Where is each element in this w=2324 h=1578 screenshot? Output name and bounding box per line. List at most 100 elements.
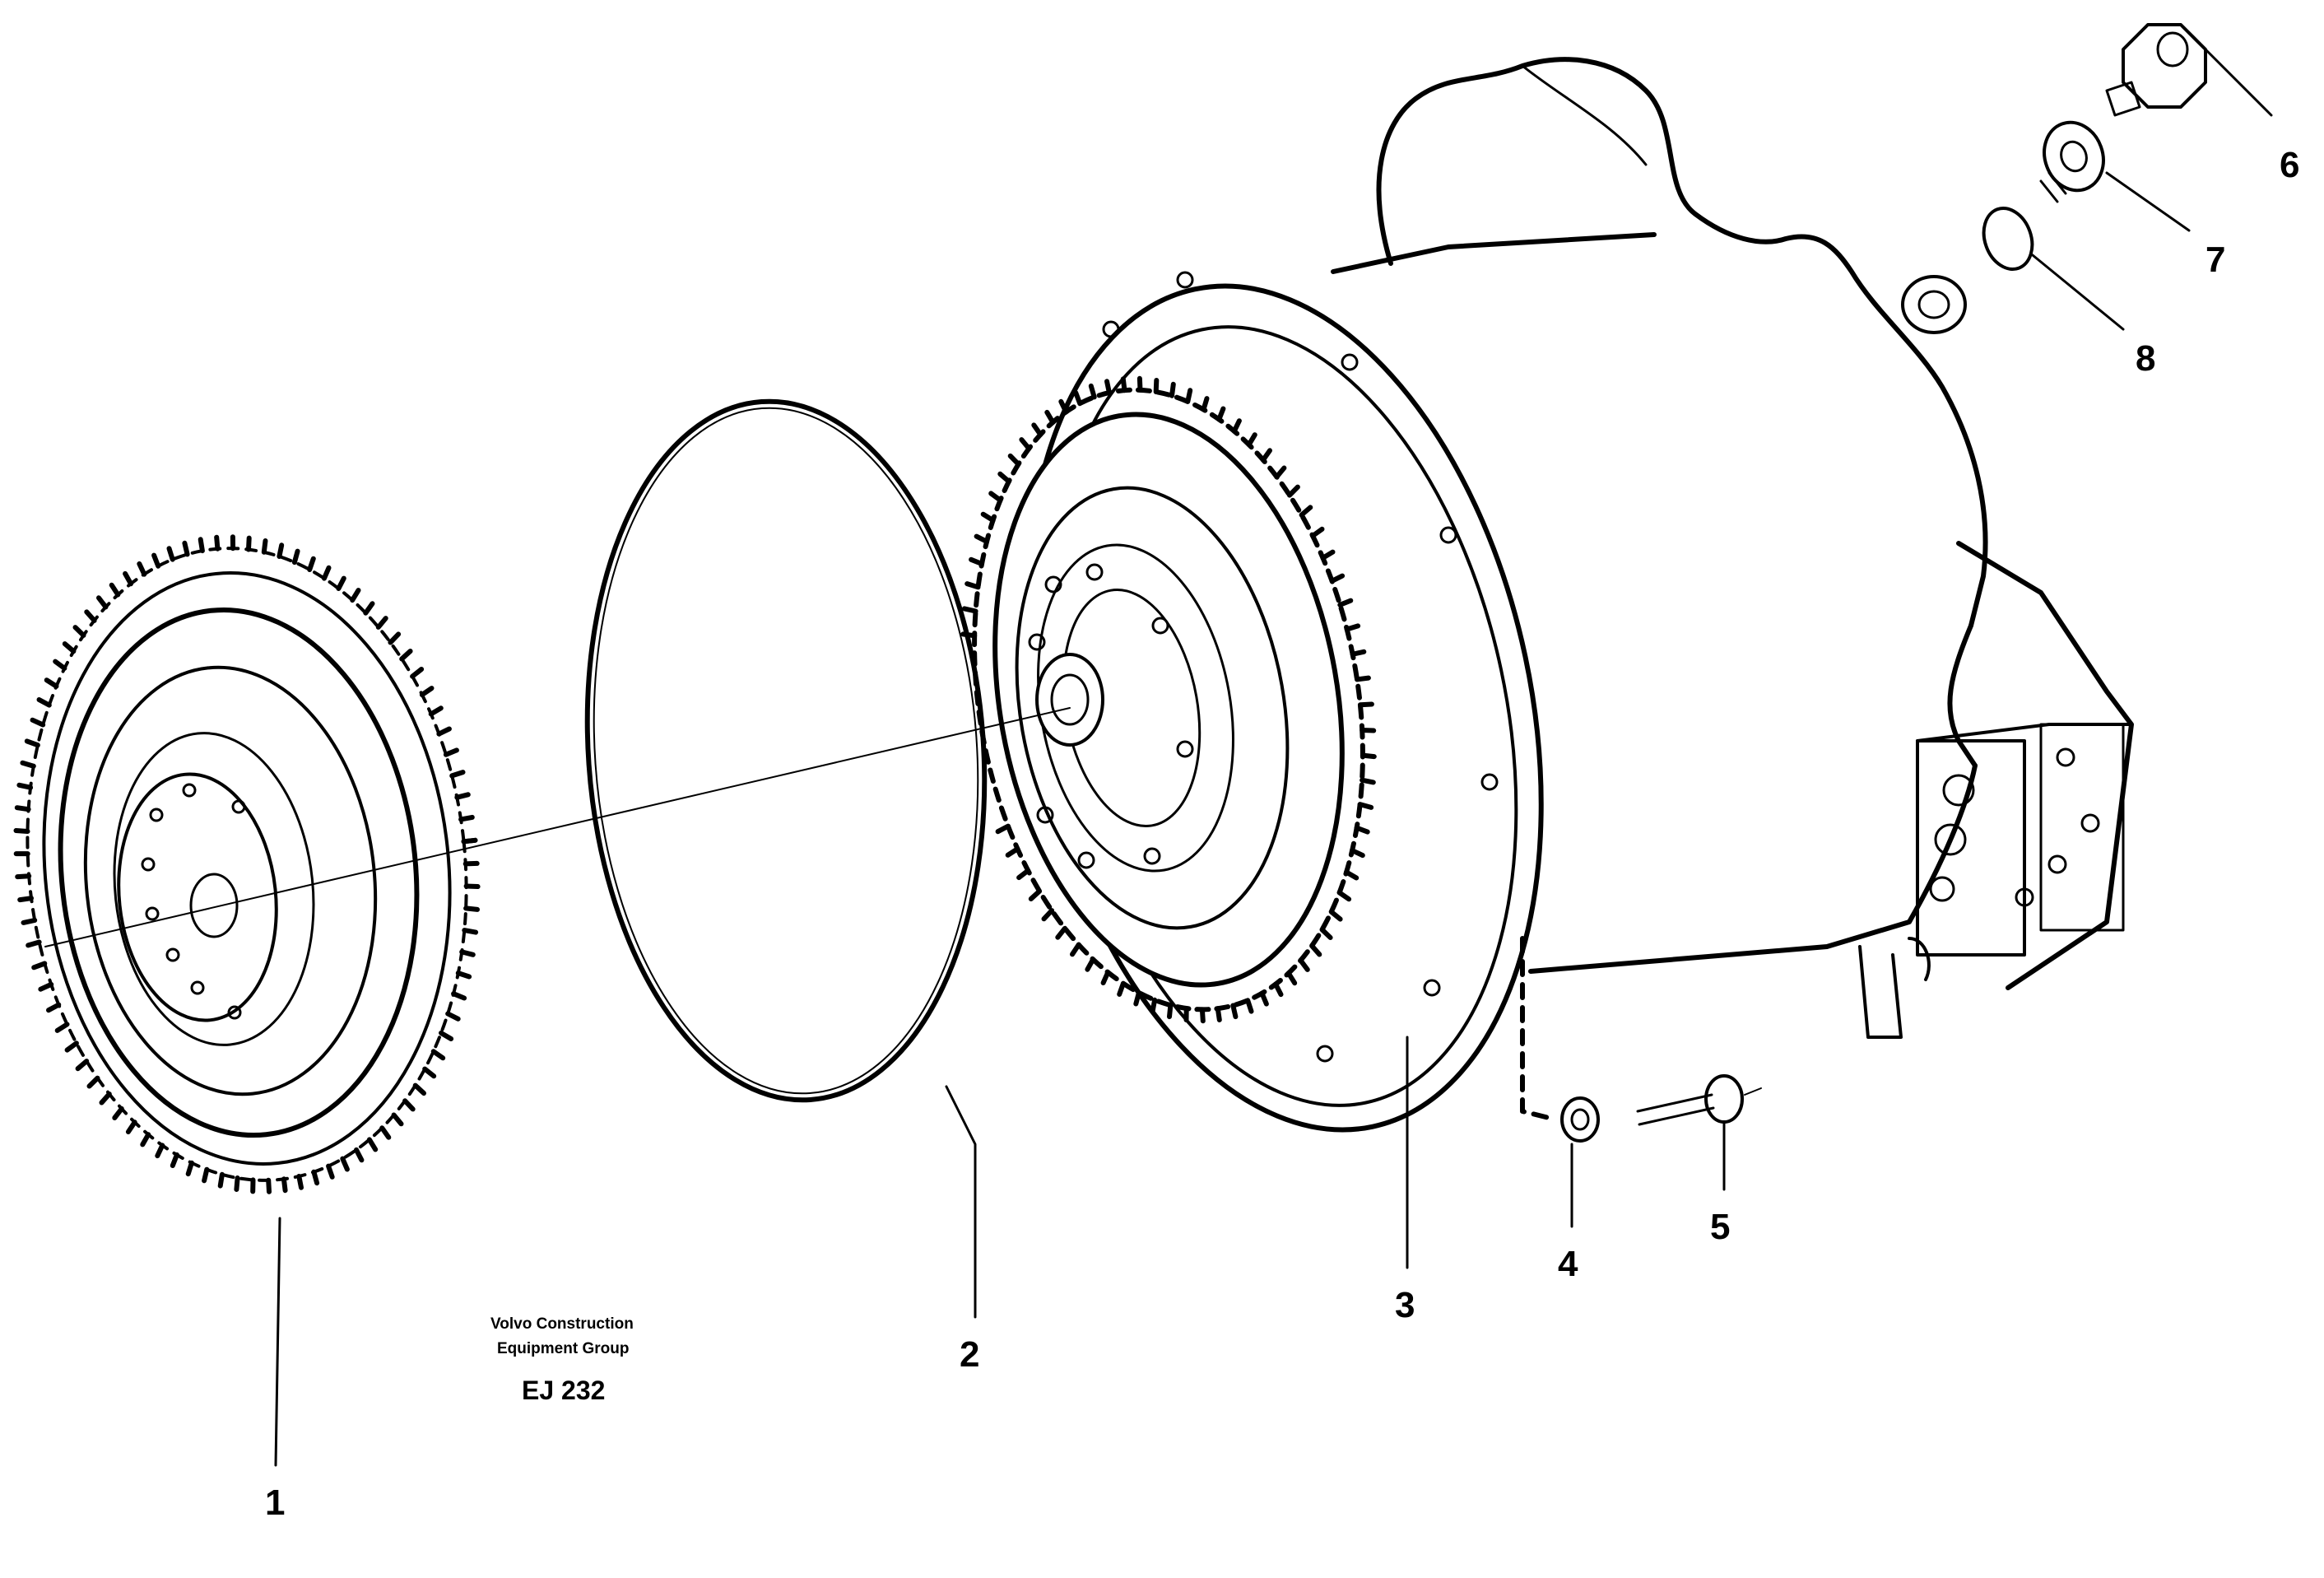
gear-tooth [1319, 927, 1333, 940]
gear-tooth [410, 667, 425, 679]
gear-tooth [1167, 1003, 1174, 1020]
gear-tooth [1355, 675, 1371, 682]
gear-tooth [1044, 409, 1056, 425]
gear-tooth [1329, 573, 1346, 584]
gear-tooth [399, 649, 413, 662]
gear-tooth [449, 770, 466, 779]
gear-tooth [1216, 406, 1226, 422]
gear-tooth [1299, 505, 1313, 518]
gear-tooth [430, 1049, 446, 1061]
gear-tooth [1350, 649, 1367, 657]
gear-tooth [1350, 848, 1365, 859]
gear-tooth [26, 939, 42, 948]
gear-tooth [350, 588, 361, 603]
gear-tooth [155, 1143, 165, 1159]
gear-tooth [281, 1176, 288, 1194]
gear-tooth [1117, 980, 1126, 997]
gear-tooth [336, 575, 346, 591]
gear-tooth [140, 1132, 151, 1147]
callout-7: 7 [2205, 240, 2225, 280]
gear-tooth [86, 1075, 100, 1089]
gear-tooth [1328, 909, 1343, 922]
screw [1636, 1074, 1762, 1126]
gear-tooth [980, 511, 996, 524]
gear-tooth [1298, 957, 1310, 972]
gear-tooth [969, 556, 984, 566]
gear-tooth [1215, 1006, 1222, 1022]
gear-tooth [17, 896, 34, 903]
gear-tooth [995, 823, 1011, 835]
gear-tooth [1016, 868, 1031, 881]
gear-tooth [170, 1152, 179, 1168]
gear-tooth [1336, 890, 1352, 902]
gear-tooth [46, 1002, 62, 1013]
flywheel-gear-teeth [13, 534, 481, 1194]
gear-tooth [326, 1163, 335, 1180]
gear-tooth [961, 606, 978, 614]
gear-tooth [443, 747, 459, 757]
gear-tooth [30, 717, 46, 728]
gear-tooth [291, 548, 300, 566]
gear-tooth [112, 1106, 124, 1120]
gear-tooth [99, 1092, 112, 1106]
gear-tooth [1344, 623, 1361, 632]
callout-4: 4 [1558, 1244, 1578, 1284]
gear-tooth [53, 659, 67, 671]
gear-tooth [1100, 970, 1111, 985]
o-ring-small [1982, 207, 2034, 271]
gear-tooth [261, 538, 268, 555]
callout-1: 1 [265, 1483, 285, 1523]
gear-tooth [1058, 398, 1069, 415]
gear-tooth [1133, 990, 1141, 1007]
gear-tooth [1199, 1007, 1206, 1024]
gear-tooth [1360, 752, 1377, 760]
gear-tooth [1055, 925, 1067, 940]
gear-tooth [1309, 943, 1322, 957]
gear-tooth [1360, 728, 1377, 733]
gear-tooth [462, 860, 480, 867]
gear-tooth [458, 814, 475, 822]
gear-tooth [277, 542, 285, 559]
gear-tooth [1085, 957, 1096, 972]
gear-tooth [366, 1137, 379, 1152]
gear-tooth [54, 1022, 70, 1033]
gear-tooth [217, 1171, 225, 1189]
gear-tooth [1260, 448, 1272, 463]
drawing-code: EJ 232 [522, 1376, 605, 1405]
gear-tooth [1185, 388, 1193, 404]
gear-tooth [455, 971, 472, 980]
gear-tooth [1259, 990, 1269, 1007]
callout-8: 8 [2136, 338, 2155, 379]
gear-tooth [422, 1066, 437, 1079]
gear-tooth [1019, 437, 1032, 451]
gear-tooth [72, 625, 86, 638]
converter-gear-teeth [960, 375, 1377, 1024]
gear-tooth [36, 697, 52, 708]
gear-tooth [266, 1177, 272, 1194]
gear-tooth [964, 581, 981, 590]
gear-tooth [125, 1119, 137, 1134]
gear-tooth [1245, 998, 1254, 1014]
gear-tooth [412, 1082, 426, 1096]
gear-tooth [202, 1166, 210, 1184]
gear-tooth [1005, 846, 1020, 858]
gear-tooth [311, 1169, 320, 1186]
gear-tooth [1169, 381, 1176, 398]
gear-tooth [1285, 971, 1298, 986]
gear-tooth [1028, 888, 1043, 901]
gear-tooth [44, 677, 59, 689]
gear-tooth [182, 540, 190, 557]
o-ring [584, 398, 988, 1103]
gear-tooth [379, 1125, 392, 1140]
gear-tooth [354, 1147, 365, 1163]
gear-tooth [375, 616, 388, 630]
gear-tooth [307, 556, 316, 572]
gear-tooth [1136, 375, 1143, 393]
gear-tooth [391, 1112, 404, 1127]
callout-3: 3 [1395, 1285, 1415, 1325]
housing-port [1901, 275, 1967, 334]
gear-tooth [1088, 383, 1097, 400]
gear-tooth [198, 537, 205, 554]
gear-tooth [1287, 484, 1300, 498]
